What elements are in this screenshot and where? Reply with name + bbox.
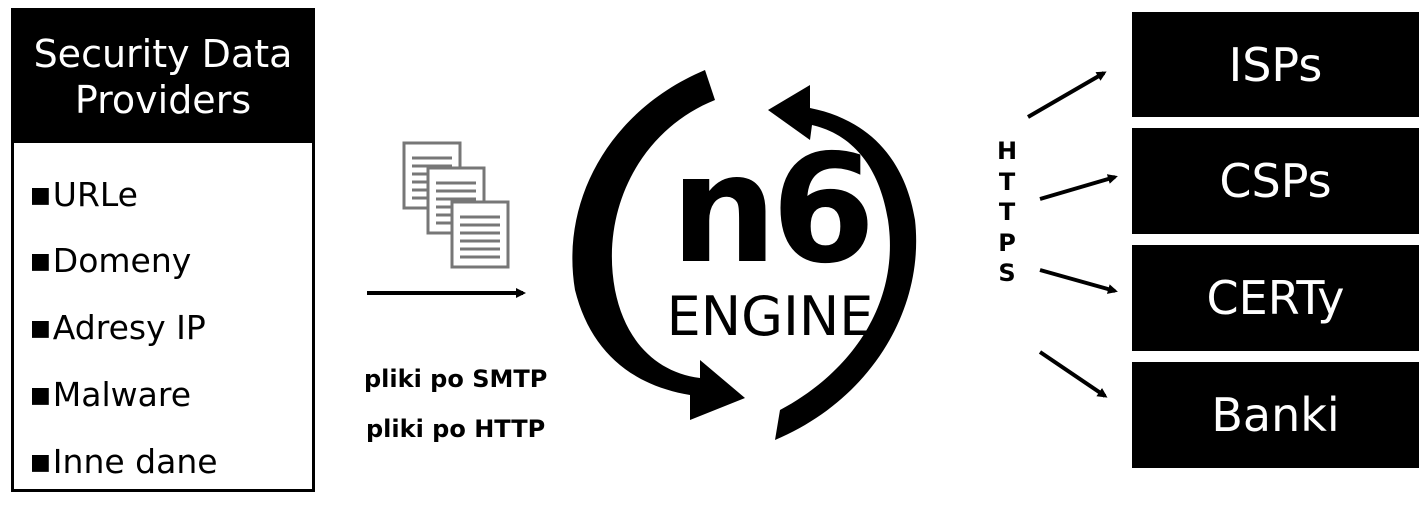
providers-title: Security Data Providers bbox=[14, 11, 312, 143]
https-letter: T bbox=[998, 167, 1016, 196]
engine-name: ENGINE bbox=[666, 285, 874, 348]
output-arrow-banki bbox=[1038, 350, 1108, 398]
providers-title-text: Security Data Providers bbox=[33, 32, 293, 122]
bullet-icon: ■ bbox=[30, 383, 51, 408]
provider-item-label: Malware bbox=[52, 375, 192, 414]
provider-item: ■URLe bbox=[30, 175, 138, 214]
provider-item-label: URLe bbox=[52, 175, 138, 214]
document-icon bbox=[450, 200, 510, 269]
providers-panel: Security Data Providers ■URLe ■Domeny ■A… bbox=[11, 8, 315, 492]
recipient-certy: CERTy bbox=[1132, 245, 1419, 351]
bullet-icon: ■ bbox=[30, 316, 51, 341]
provider-item-label: Domeny bbox=[52, 241, 192, 280]
http-label: pliki po HTTP bbox=[366, 415, 546, 443]
documents-icon bbox=[402, 141, 510, 269]
bullet-icon: ■ bbox=[30, 450, 51, 475]
smtp-label: pliki po SMTP bbox=[364, 365, 548, 393]
recipient-isps: ISPs bbox=[1132, 12, 1419, 117]
engine-logo: n6 bbox=[670, 123, 875, 297]
recipient-csps: CSPs bbox=[1132, 128, 1419, 234]
output-arrow-certy bbox=[1039, 268, 1118, 294]
https-letter: P bbox=[998, 228, 1016, 257]
provider-item-label: Adresy IP bbox=[52, 308, 206, 347]
recipient-banki: Banki bbox=[1132, 362, 1419, 468]
https-label: H T T P S bbox=[993, 136, 1021, 289]
provider-item: ■Adresy IP bbox=[30, 308, 206, 347]
cycle-arc-left bbox=[572, 70, 745, 420]
https-letter: H bbox=[996, 137, 1018, 165]
bullet-icon: ■ bbox=[30, 183, 51, 208]
provider-item: ■Inne dane bbox=[30, 442, 218, 481]
provider-item: ■Domeny bbox=[30, 241, 191, 280]
output-arrow-isps bbox=[1026, 71, 1107, 119]
bullet-icon: ■ bbox=[30, 249, 51, 274]
cycle-arc-right bbox=[768, 85, 917, 440]
provider-item-label: Inne dane bbox=[52, 442, 218, 481]
output-arrow-csps bbox=[1039, 174, 1118, 201]
https-letter: S bbox=[998, 259, 1016, 287]
https-letter: T bbox=[998, 198, 1016, 226]
provider-item: ■Malware bbox=[30, 375, 191, 414]
